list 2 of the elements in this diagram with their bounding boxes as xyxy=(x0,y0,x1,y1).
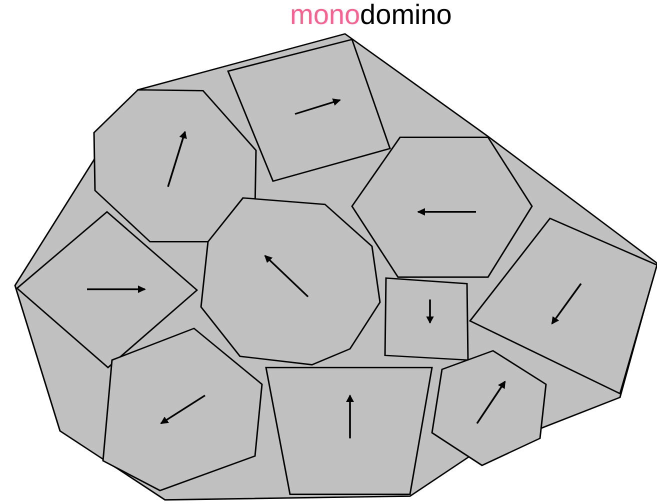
title-text: domino xyxy=(360,0,452,30)
title-text: mono xyxy=(290,0,360,30)
